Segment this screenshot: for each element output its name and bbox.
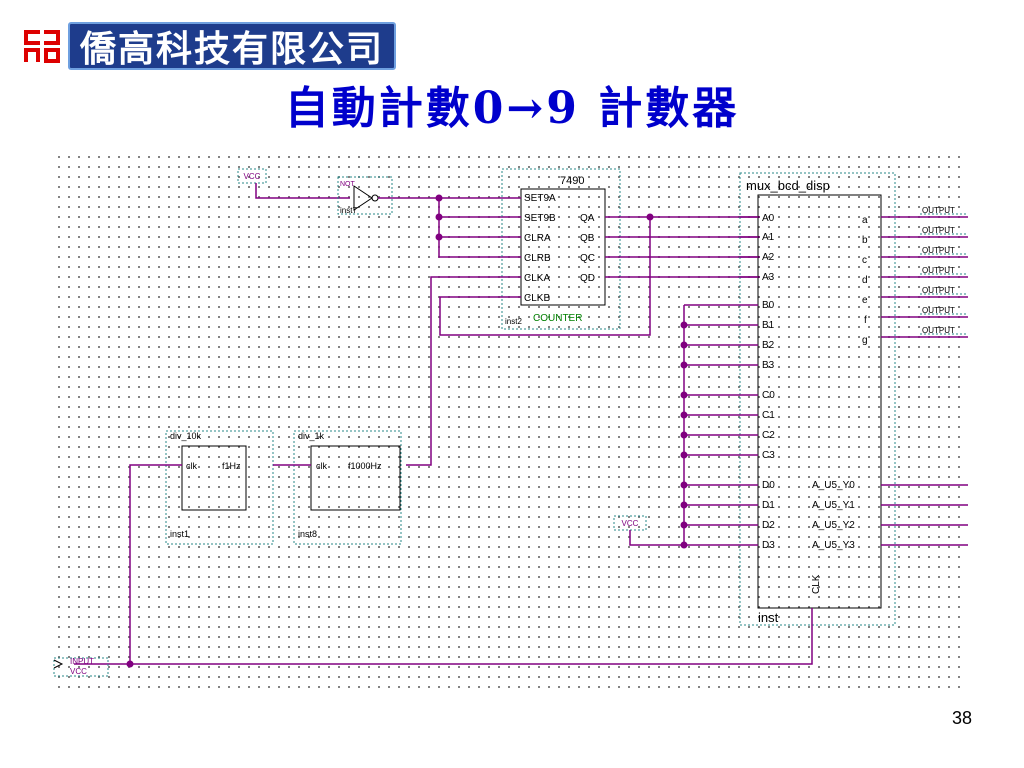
pin-c2: C2 xyxy=(762,430,775,441)
company-name: 僑高科技有限公司 xyxy=(68,22,397,70)
schematic-svg: VCC NOT inst7 7490 SET9A SET9B CLRA CLRB… xyxy=(53,168,968,677)
output-pin-b[interactable]: OUTPUT xyxy=(922,226,955,235)
junction xyxy=(435,213,443,221)
page-number: 38 xyxy=(951,708,972,728)
pin-a3: A3 xyxy=(762,272,775,283)
pin-b2: B2 xyxy=(762,340,775,351)
div10k-inst: inst1 xyxy=(170,529,189,539)
pin-set9a: SET9A xyxy=(524,193,556,204)
vcc2-label: VCC xyxy=(622,519,639,528)
output-pin-c[interactable]: OUTPUT xyxy=(922,246,955,255)
wire-div1k-clka xyxy=(406,276,502,466)
not-gate[interactable]: NOT inst7 xyxy=(337,176,393,215)
junction xyxy=(435,194,443,202)
output-pin-boxes xyxy=(920,213,968,335)
div10k-name: div_10k xyxy=(170,431,202,441)
pin-y2: A_U5_Y2 xyxy=(812,520,855,531)
y-outputs xyxy=(881,484,968,546)
pin-seg-f: f xyxy=(864,315,867,326)
vcc1-label: VCC xyxy=(244,172,261,181)
mux-inst: inst xyxy=(758,610,779,625)
pin-y0: A_U5_Y0 xyxy=(812,480,855,491)
input-pin-label: INPUT xyxy=(70,657,94,666)
pin-c1: C1 xyxy=(762,410,775,421)
pin-d2: D2 xyxy=(762,520,775,531)
mux-input-stubs xyxy=(740,216,758,278)
div10k-in: clk xyxy=(186,461,197,471)
pin-a1: A1 xyxy=(762,232,775,243)
wire-clrb xyxy=(438,198,502,258)
pin-qb: QB xyxy=(580,233,595,244)
input-pin[interactable]: INPUT VCC xyxy=(53,657,109,677)
counter-pin-stubs xyxy=(502,197,620,298)
counter-7490[interactable]: 7490 SET9A SET9B CLRA CLRB CLKA CLKB QA … xyxy=(501,168,621,330)
pin-clra: CLRA xyxy=(524,233,551,244)
counter-inst: inst2 xyxy=(505,317,522,326)
output-pin-f[interactable]: OUTPUT xyxy=(922,306,955,315)
pin-seg-d: d xyxy=(862,275,868,286)
vcc-source-1[interactable]: VCC xyxy=(237,168,267,184)
output-pin-d[interactable]: OUTPUT xyxy=(922,266,955,275)
slide-title: 自動計數0→9 計數器 xyxy=(284,83,740,134)
mux-name: mux_bcd_disp xyxy=(746,178,830,193)
div10k-out: f1Hz xyxy=(222,461,241,471)
pin-c0: C0 xyxy=(762,390,775,401)
pin-c3: C3 xyxy=(762,450,775,461)
pin-seg-c: c xyxy=(862,255,867,266)
pin-seg-e: e xyxy=(862,295,868,306)
wire-qa-clkb xyxy=(439,217,651,336)
pin-clka: CLKA xyxy=(524,273,550,284)
pin-d1: D1 xyxy=(762,500,775,511)
segment-outputs xyxy=(881,216,968,338)
pin-seg-b: b xyxy=(862,235,868,246)
pin-seg-g: g xyxy=(862,335,868,346)
pin-y1: A_U5_Y1 xyxy=(812,500,855,511)
bus-taps xyxy=(684,324,758,546)
company-logo: 僑高科技有限公司 xyxy=(22,22,397,70)
junction xyxy=(435,233,443,241)
div1k-in: clk xyxy=(316,461,327,471)
pin-b1: B1 xyxy=(762,320,775,331)
junction xyxy=(126,660,134,668)
schematic-canvas: VCC NOT inst7 7490 SET9A SET9B CLRA CLRB… xyxy=(50,148,968,690)
input-pin-sub: VCC xyxy=(70,667,87,676)
wire-clk-div10k xyxy=(129,464,182,664)
pin-set9b: SET9B xyxy=(524,213,556,224)
mux-clk-label: CLK xyxy=(811,574,822,594)
pin-a2: A2 xyxy=(762,252,775,263)
div1k-out: f1000Hz xyxy=(348,461,382,471)
counter-label: COUNTER xyxy=(533,313,582,324)
pin-clkb: CLKB xyxy=(524,293,550,304)
vcc-source-2[interactable]: VCC xyxy=(613,515,647,531)
pin-d0: D0 xyxy=(762,480,775,491)
pin-qa: QA xyxy=(580,213,595,224)
pin-b0: B0 xyxy=(762,300,775,311)
div1k-inst: inst8 xyxy=(298,529,317,539)
pin-seg-a: a xyxy=(862,215,868,226)
not-inst-label: inst7 xyxy=(340,206,357,215)
div1k-name: div_1k xyxy=(298,431,325,441)
mux-bcd-disp[interactable]: mux_bcd_disp inst CLK A0 A1 A2 A3 B0 B1 … xyxy=(739,172,896,626)
output-pin-e[interactable]: OUTPUT xyxy=(922,286,955,295)
pin-clrb: CLRB xyxy=(524,253,551,264)
pin-qc: QC xyxy=(580,253,595,264)
pin-d3: D3 xyxy=(762,540,775,551)
not-type-label: NOT xyxy=(340,181,356,188)
pin-qd: QD xyxy=(580,273,595,284)
wire-vcc2-bus xyxy=(629,530,684,546)
junction xyxy=(646,213,654,221)
pin-y3: A_U5_Y3 xyxy=(812,540,855,551)
logo-mark-icon xyxy=(22,26,62,66)
div-1k-block[interactable]: div_1k clk f1000Hz inst8 xyxy=(293,430,402,545)
output-pin-g[interactable]: OUTPUT xyxy=(922,326,955,335)
wire-clk-main xyxy=(74,608,813,665)
pin-b3: B3 xyxy=(762,360,775,371)
output-pin-labels: OUTPUT OUTPUT OUTPUT OUTPUT OUTPUT OUTPU… xyxy=(922,206,955,335)
output-pin-a[interactable]: OUTPUT xyxy=(922,206,955,215)
pin-a0: A0 xyxy=(762,213,775,224)
counter-name: 7490 xyxy=(560,175,584,187)
div-10k-block[interactable]: div_10k clk f1Hz inst1 xyxy=(165,430,274,545)
wire-vcc-not xyxy=(255,183,350,199)
